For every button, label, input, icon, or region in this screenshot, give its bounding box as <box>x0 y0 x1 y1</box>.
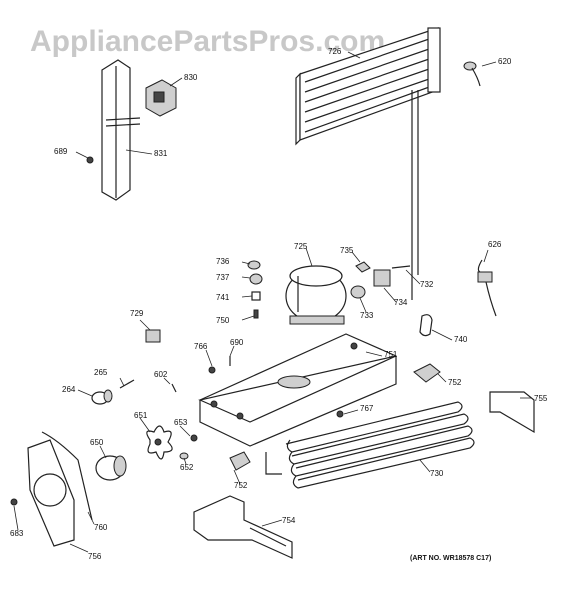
upper-condenser-coil <box>295 27 441 300</box>
fastener-602 <box>171 383 177 393</box>
callout-650: 650 <box>90 438 104 447</box>
callout-760: 760 <box>94 523 108 532</box>
clip-750 <box>253 309 259 319</box>
lower-condenser-coil <box>265 401 475 489</box>
compressor <box>285 265 347 325</box>
bracket-752-upper <box>413 363 441 383</box>
callout-735: 735 <box>340 246 354 255</box>
callout-830: 830 <box>184 73 198 82</box>
callout-620: 620 <box>498 57 512 66</box>
callout-725: 725 <box>294 242 308 251</box>
callout-752-upper: 752 <box>448 378 462 387</box>
callout-689: 689 <box>54 147 68 156</box>
wire-732 <box>391 265 411 269</box>
callout-730: 730 <box>430 469 444 478</box>
callout-751: 751 <box>384 350 398 359</box>
clip-767 <box>336 410 344 418</box>
vertical-channel <box>101 59 141 201</box>
cylinder-264 <box>91 389 113 405</box>
callout-736: 736 <box>216 257 230 266</box>
fan-motor <box>95 455 127 481</box>
relay-734 <box>373 269 391 287</box>
callout-750: 750 <box>216 316 230 325</box>
watermark-logo: AppliancePartsPros.com <box>30 25 385 58</box>
callout-626: 626 <box>488 240 502 249</box>
tubing-clip <box>463 61 481 87</box>
screw-683 <box>10 498 18 506</box>
harness-626 <box>477 259 497 317</box>
bolt-265 <box>119 379 135 389</box>
callout-726: 726 <box>328 47 342 56</box>
base-pan <box>198 333 397 447</box>
callout-653: 653 <box>174 418 188 427</box>
component-729 <box>145 329 161 343</box>
callout-740: 740 <box>454 335 468 344</box>
callout-690: 690 <box>230 338 244 347</box>
capacitor-clip <box>419 314 433 337</box>
callout-734: 734 <box>394 298 408 307</box>
bracket-755 <box>489 391 535 434</box>
callout-264: 264 <box>62 385 76 394</box>
callout-741: 741 <box>216 293 230 302</box>
callout-651: 651 <box>134 411 148 420</box>
callout-754: 754 <box>282 516 296 525</box>
callout-752-lower: 752 <box>234 481 248 490</box>
callout-labels: 726 620 830 689 831 725 736 737 741 750 … <box>10 47 548 561</box>
callout-652: 652 <box>180 463 194 472</box>
fan-shroud <box>27 431 93 547</box>
nut-653 <box>190 434 198 442</box>
screw-766 <box>208 366 216 374</box>
spacer-741 <box>251 291 261 301</box>
bracket-752-lower <box>229 451 251 471</box>
callout-831: 831 <box>154 149 168 158</box>
callout-733: 733 <box>360 311 374 320</box>
grommet-736 <box>247 260 261 270</box>
small-screw <box>86 156 94 164</box>
sleeve-737 <box>249 273 263 285</box>
callout-756: 756 <box>88 552 102 561</box>
callout-683: 683 <box>10 529 24 538</box>
callout-766: 766 <box>194 342 208 351</box>
overload-735 <box>355 261 371 273</box>
bracket-754 <box>193 495 293 559</box>
mounting-bracket <box>145 79 177 117</box>
cover-733 <box>350 285 366 299</box>
callout-265: 265 <box>94 368 108 377</box>
leader-lines <box>13 51 532 553</box>
callout-737: 737 <box>216 273 230 282</box>
callout-732: 732 <box>420 280 434 289</box>
fan-blade <box>146 425 173 460</box>
callout-729: 729 <box>130 309 144 318</box>
callout-602: 602 <box>154 370 168 379</box>
art-number: (ART NO. WR18578 C17) <box>410 555 491 562</box>
callout-767: 767 <box>360 404 374 413</box>
callout-755: 755 <box>534 394 548 403</box>
